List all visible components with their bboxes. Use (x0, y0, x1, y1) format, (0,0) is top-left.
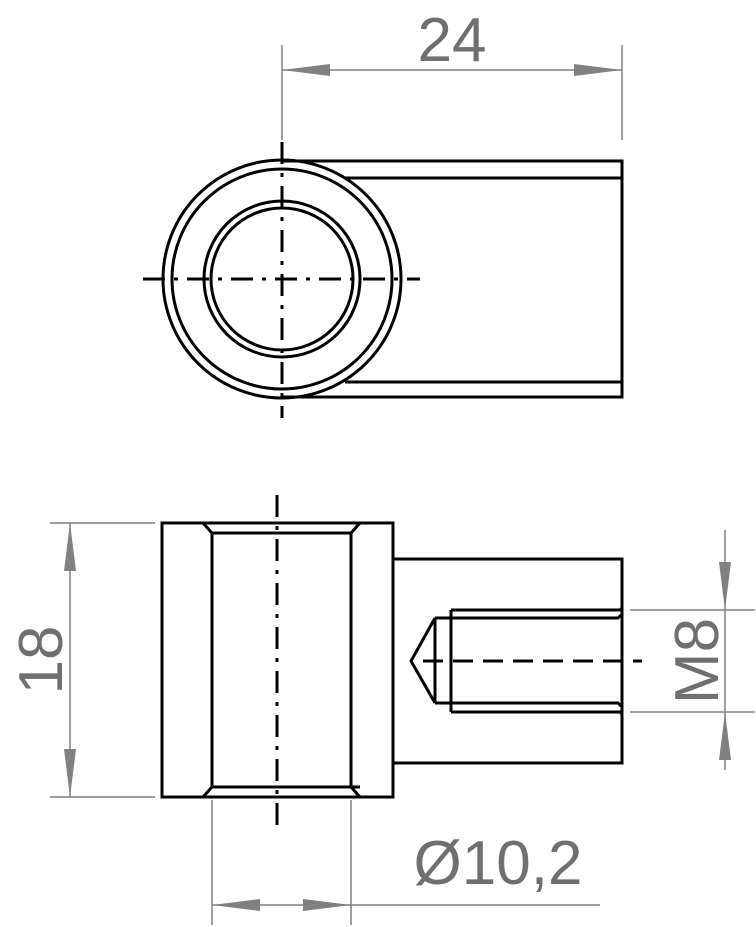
dimension-diameter-label: Ø10,2 (414, 829, 583, 898)
threaded-hole (409, 606, 624, 716)
body-outline (160, 521, 395, 799)
bore-lines (201, 521, 362, 799)
dimension-24: 24 (281, 6, 623, 140)
dimension-m8: M8 (630, 530, 755, 770)
top-view (143, 142, 624, 418)
outer-chamfer-circle (170, 167, 394, 391)
dimension-18-label: 18 (7, 626, 76, 695)
dimension-18: 18 (7, 522, 155, 798)
dimension-24-label: 24 (418, 6, 487, 75)
dimension-diameter: Ø10,2 (211, 800, 600, 925)
dimension-m8-label: M8 (663, 618, 732, 704)
front-view (160, 495, 642, 827)
arm-outline (282, 159, 624, 399)
